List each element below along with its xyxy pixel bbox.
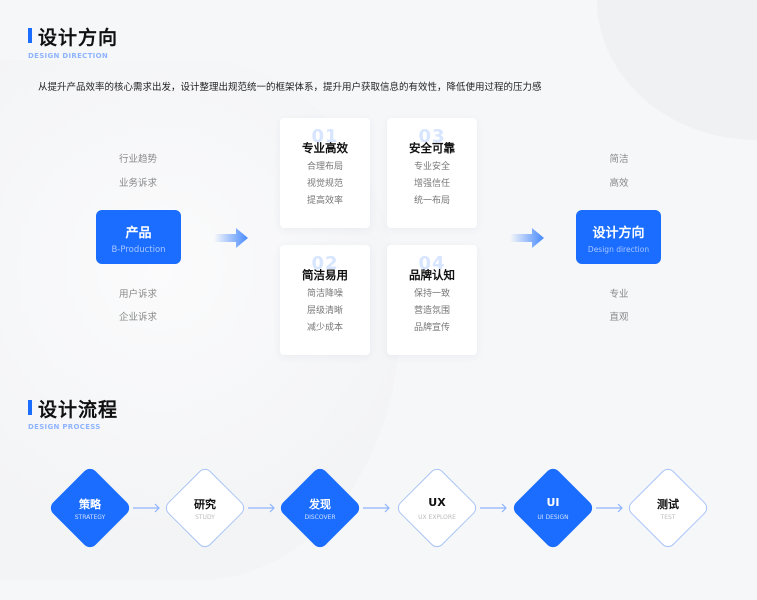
card-item: 营造氛围	[413, 306, 450, 316]
arrow-right-icon	[363, 503, 390, 513]
card-number: 04	[418, 253, 446, 274]
card-item: 品牌宣传	[413, 323, 450, 333]
card-item: 合理布局	[306, 162, 343, 172]
card-item: 保持一致	[413, 289, 450, 299]
step-label: UX	[428, 496, 446, 509]
background-shape	[597, 0, 757, 140]
direction-card: 03 安全可靠 专业安全增强信任统一布局	[387, 118, 477, 228]
section-title-process: 设计流程	[38, 399, 119, 421]
arrow-right-icon	[480, 503, 507, 513]
step-label: 研究	[194, 498, 216, 511]
card-number: 03	[418, 126, 446, 147]
process-step: 测试 TEST	[625, 465, 711, 551]
input-label: 业务诉求	[118, 178, 157, 189]
step-english-label: TEST	[660, 514, 676, 521]
arrow-right-icon	[248, 503, 275, 513]
input-label: 行业趋势	[118, 154, 157, 165]
arrow-right-icon	[214, 228, 248, 248]
direction-card: 04 品牌认知 保持一致营造氛围品牌宣传	[387, 245, 477, 355]
card-title: 简洁易用	[302, 268, 348, 282]
arrow-right-icon	[133, 503, 160, 513]
step-label: 策略	[79, 498, 101, 511]
result-subtitle: Design direction	[587, 245, 650, 254]
section-subtitle-process: DESIGN PROCESS	[28, 423, 101, 431]
process-step: 策略 STRATEGY	[47, 465, 133, 551]
arrow-right-icon	[596, 503, 623, 513]
direction-card: 02 简洁易用 简洁降噪层级清晰减少成本	[280, 245, 370, 355]
step-english-label: UI DESIGN	[537, 514, 569, 521]
step-label: 发现	[309, 498, 331, 511]
intro-text: 从提升产品效率的核心需求出发，设计整理出规范统一的框架体系，提升用户获取信息的有…	[38, 82, 542, 93]
card-item: 视觉规范	[306, 179, 343, 189]
output-label: 简洁	[609, 154, 629, 165]
product-box: 产品 B-Production	[96, 210, 181, 264]
product-title: 产品	[125, 226, 152, 241]
section-subtitle-direction: DESIGN DIRECTION	[28, 52, 108, 60]
process-step: UX UX EXPLORE	[394, 465, 480, 551]
result-box: 设计方向 Design direction	[576, 210, 661, 264]
process-step: 研究 STUDY	[162, 465, 248, 551]
section-title-direction: 设计方向	[38, 27, 119, 49]
card-title: 专业高效	[302, 141, 348, 155]
card-item: 提高效率	[306, 196, 343, 206]
card-item: 简洁降噪	[306, 289, 343, 299]
card-item: 统一布局	[413, 196, 450, 206]
card-title: 品牌认知	[409, 268, 455, 282]
card-number: 02	[311, 253, 339, 274]
card-item: 增强信任	[413, 179, 450, 189]
input-label: 用户诉求	[118, 289, 157, 300]
arrow-right-icon	[510, 228, 544, 248]
step-label: 测试	[657, 498, 679, 511]
result-title: 设计方向	[592, 226, 645, 241]
step-english-label: STRATEGY	[74, 514, 106, 521]
process-step: 发现 DISCOVER	[277, 465, 363, 551]
step-english-label: STUDY	[195, 514, 215, 521]
output-label: 直观	[609, 312, 629, 323]
card-item: 减少成本	[306, 323, 343, 333]
step-label: UI	[546, 496, 560, 509]
direction-card: 01 专业高效 合理布局视觉规范提高效率	[280, 118, 370, 228]
process-step: UI UI DESIGN	[510, 465, 596, 551]
output-label: 高效	[609, 178, 629, 189]
card-title: 安全可靠	[409, 141, 455, 155]
step-english-label: UX EXPLORE	[418, 514, 456, 521]
heading-accent-bar	[28, 28, 32, 43]
output-label: 专业	[609, 289, 629, 300]
card-number: 01	[311, 126, 339, 147]
card-item: 专业安全	[413, 162, 450, 172]
step-english-label: DISCOVER	[304, 514, 336, 521]
product-subtitle: B-Production	[111, 245, 166, 255]
input-label: 企业诉求	[118, 312, 157, 323]
card-item: 层级清晰	[306, 306, 343, 316]
heading-accent-bar	[28, 400, 32, 415]
